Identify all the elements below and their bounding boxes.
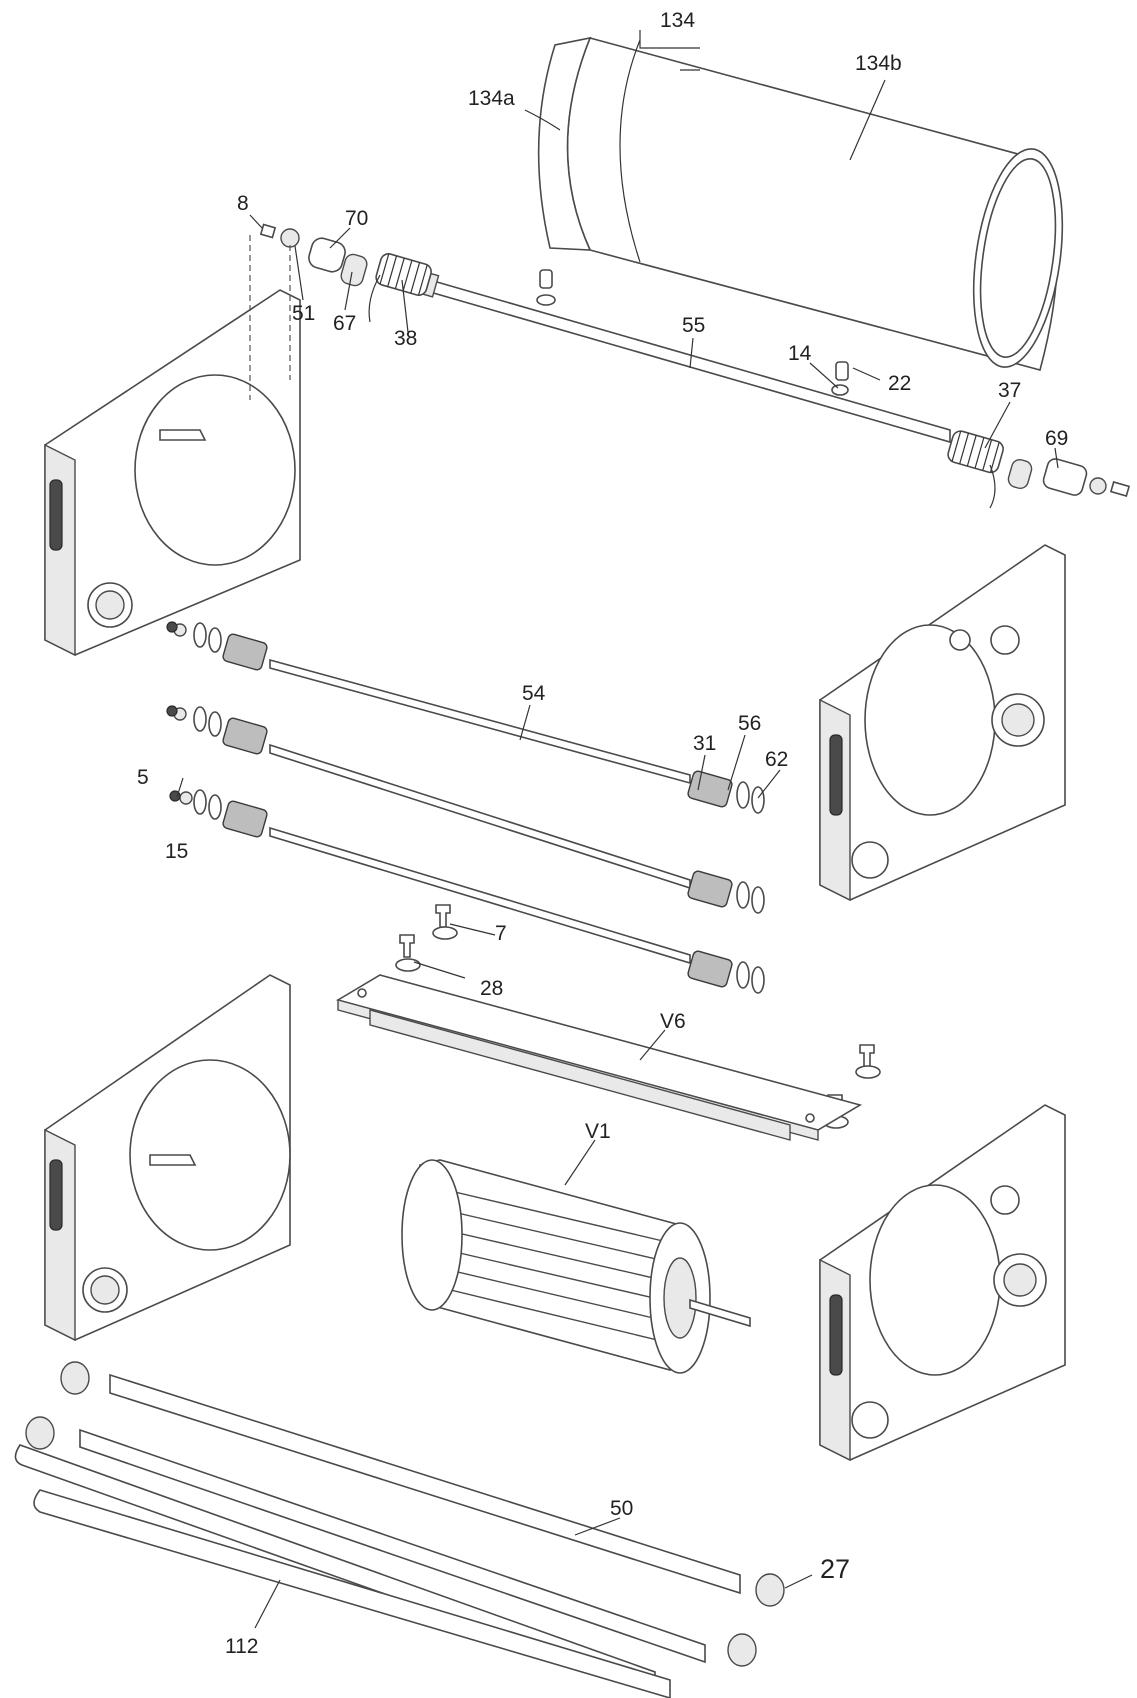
label-5: 5 [137, 766, 149, 789]
label-15: 15 [165, 840, 188, 863]
shaft-54-row-1 [166, 621, 765, 814]
shaft-54-row-2 [166, 705, 765, 914]
label-134a: 134a [468, 87, 515, 110]
label-69: 69 [1045, 427, 1068, 450]
label-38: 38 [394, 327, 417, 350]
label-14: 14 [788, 342, 812, 365]
label-70: 70 [345, 207, 368, 230]
cylinder-134 [537, 36, 1064, 371]
plate-V6 [335, 974, 863, 1141]
label-V6: V6 [660, 1010, 686, 1033]
label-22: 22 [888, 372, 911, 395]
label-51: 51 [292, 302, 315, 325]
leader-lines [176, 30, 1059, 1629]
side-plate-upper-right [819, 544, 1066, 902]
label-8: 8 [237, 192, 249, 215]
label-7: 7 [495, 922, 507, 945]
label-112: 112 [225, 1635, 258, 1658]
side-plate-lower-left [44, 974, 291, 1342]
label-V1: V1 [585, 1120, 611, 1143]
label-56: 56 [738, 712, 761, 735]
label-31: 31 [693, 732, 716, 755]
label-37: 37 [998, 379, 1021, 402]
part-labels: 134 134a 134b 8 70 51 67 38 55 14 22 37 … [137, 9, 1068, 1658]
label-50: 50 [610, 1497, 633, 1520]
label-28: 28 [480, 977, 503, 1000]
rods-50-112 [14, 1361, 785, 1698]
side-plate-lower-right [819, 1104, 1066, 1462]
label-55: 55 [682, 314, 705, 337]
shaft-55-assembly [259, 223, 1131, 509]
label-134b: 134b [855, 52, 902, 75]
label-62: 62 [765, 748, 788, 771]
shaft-54-row-3 [169, 789, 765, 994]
label-134: 134 [660, 9, 695, 32]
label-67: 67 [333, 312, 356, 335]
rotor-V1 [401, 1159, 751, 1374]
label-27: 27 [820, 1554, 850, 1584]
screws-7-28 [395, 904, 881, 1129]
side-plate-upper-left [44, 235, 301, 657]
label-54: 54 [522, 682, 546, 705]
